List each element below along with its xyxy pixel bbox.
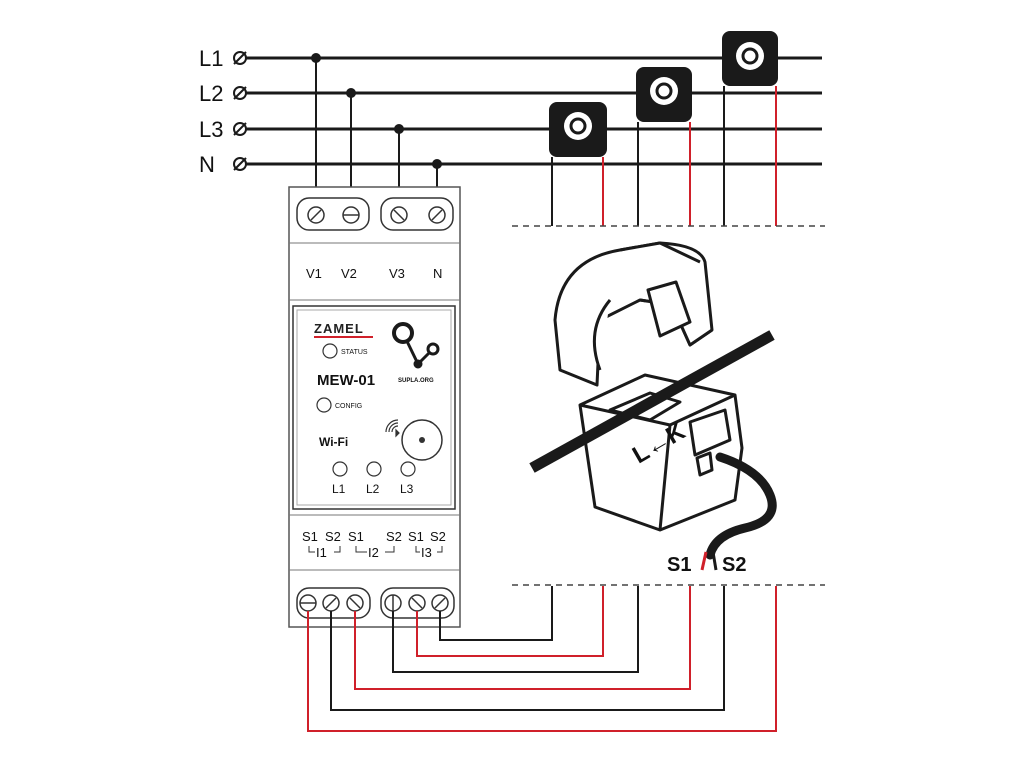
wifi-label: Wi-Fi [319,435,348,449]
led-l3 [400,461,416,477]
status-led [322,343,338,359]
junction-dots [311,53,442,169]
wifi-icon [385,419,400,438]
clamp-s2-label: S2 [722,554,746,576]
channel-i1: I1 [316,545,327,560]
ct-on-l2 [636,67,692,226]
bottom-label-s2-a: S2 [325,529,341,544]
terminal-n: N [433,266,442,281]
device-mew01: V1 V2 V3 N ZAMEL STATUS MEW-01 CONFIG SU… [288,186,461,628]
label-n: N [199,152,215,177]
brand-logo: ZAMEL [314,321,364,336]
channel-i2: I2 [368,545,379,560]
supla-label: SUPLA.ORG [398,378,434,384]
clamp-lead [705,452,777,560]
clamp-lead-red [700,551,708,571]
clamp-ct-illustration [553,241,744,532]
bottom-label-s2-c: S2 [430,529,446,544]
ct-on-l3 [549,102,607,226]
bottom-label-s2-b: S2 [386,529,402,544]
supla-icon [392,322,440,369]
terminal-v2: V2 [341,266,357,281]
ct-wiring [307,586,777,732]
clamp-cable [529,330,775,473]
supply-terminal-symbols [233,51,247,171]
bottom-screws [299,594,449,612]
status-label: STATUS [341,349,368,356]
clamp-lead-black [711,551,718,571]
clamp-s1-label: S1 [667,554,691,576]
bottom-label-s1-b: S1 [348,529,364,544]
bottom-label-s1-a: S1 [302,529,318,544]
terminal-v3: V3 [389,266,405,281]
terminal-v1: V1 [306,266,322,281]
config-label: CONFIG [335,403,362,410]
led-label-l3: L3 [400,482,414,496]
bottom-label-s1-c: S1 [408,529,424,544]
label-l3: L3 [199,117,223,142]
ct-on-l1 [722,31,778,226]
label-l2: L2 [199,81,223,106]
top-screws [307,206,446,224]
config-led [316,397,332,413]
led-label-l2: L2 [366,482,380,496]
model-label: MEW-01 [317,372,375,389]
led-l2 [366,461,382,477]
channel-brackets [308,546,443,553]
led-label-l1: L1 [332,482,346,496]
led-l1 [332,461,348,477]
channel-i3: I3 [421,545,432,560]
label-l1: L1 [199,46,223,71]
